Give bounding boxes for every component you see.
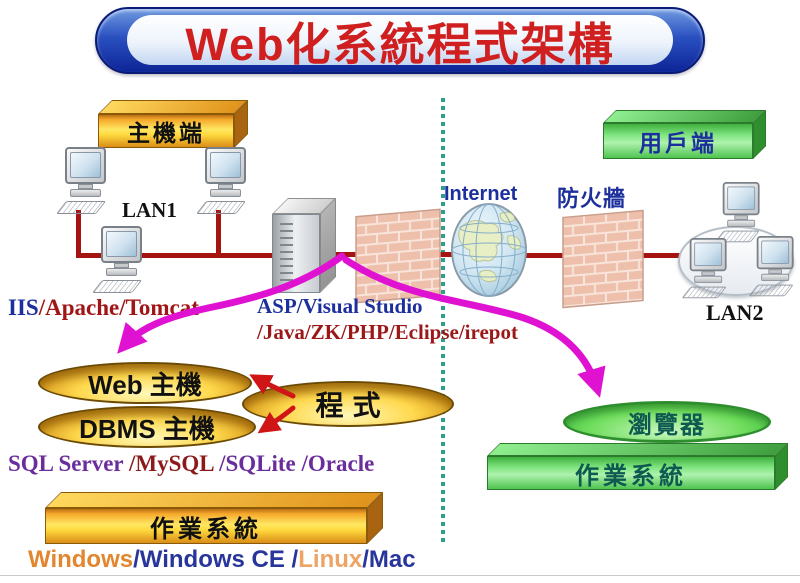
firewall-brick-wall-icon [562, 209, 644, 309]
title-banner: Web化系統程式架構 [95, 7, 705, 74]
monitor-screen [70, 152, 101, 178]
dbms-host-ellipse: DBMS 主機 [38, 406, 256, 448]
monitor [101, 226, 142, 263]
monitor-stand [78, 184, 93, 189]
database-list: SQL Server /MySQL /SQLite /Oracle [8, 451, 375, 476]
internet-globe-icon [450, 202, 528, 304]
desktop-computer-icon [88, 226, 150, 300]
computer-base [694, 275, 723, 283]
browser-ellipse: 瀏覽器 [563, 401, 771, 443]
server-tower-icon [272, 198, 338, 295]
network-cable-line [216, 210, 221, 257]
client-os-box: 作業系統 [487, 443, 789, 491]
monitor-stand [734, 215, 748, 220]
title-banner-inner: Web化系統程式架構 [127, 15, 673, 70]
host-zone-label: 主機端 [98, 114, 234, 148]
computer-base [727, 219, 756, 227]
monitor [65, 147, 106, 184]
monitor-screen [727, 186, 756, 210]
page-title: Web化系統程式架構 [185, 18, 615, 70]
keyboard [196, 201, 247, 214]
monitor-screen [106, 231, 137, 257]
slab-top-face [487, 443, 788, 456]
bottom-border-line [0, 575, 800, 576]
desktop-computer-icon [711, 182, 767, 249]
internet-label: Internet [444, 183, 518, 205]
host-os-label: 作業系統 [45, 508, 367, 544]
computer-base [761, 273, 790, 281]
monitor-stand [218, 184, 233, 189]
keyboard [681, 286, 727, 299]
keyboard [748, 284, 794, 297]
desktop-computer-icon [192, 147, 254, 221]
monitor-stand [768, 269, 782, 274]
web-server-software-list: IIS/Apache/Tomcat [8, 295, 199, 320]
monitor-screen [761, 240, 790, 264]
monitor-screen [210, 152, 241, 178]
slab-top-face [603, 110, 766, 123]
computer-base [106, 268, 137, 276]
server-front-face [272, 214, 320, 293]
lan2-label: LAN2 [706, 300, 764, 325]
computer-base [210, 189, 241, 197]
slab-top-face [98, 100, 248, 114]
keyboard [56, 201, 107, 214]
monitor-stand [701, 271, 715, 276]
network-cable-line [76, 210, 81, 257]
client-zone-label: 用戶端 [603, 123, 753, 159]
lan1-label: LAN1 [122, 198, 177, 222]
monitor [205, 147, 246, 184]
web-host-ellipse: Web 主機 [38, 362, 252, 404]
monitor-screen [694, 242, 723, 266]
desktop-computer-icon [52, 147, 114, 221]
dev-tools-list-line2: /Java/ZK/PHP/Eclipse/irepot [257, 320, 518, 344]
host-os-box: 作業系統 [45, 492, 385, 546]
server-side-face [320, 198, 336, 293]
os-options-list: Windows/Windows CE /Linux/Mac [28, 546, 416, 573]
slab-top-face [45, 492, 383, 508]
monitor [756, 236, 794, 270]
program-ellipse: 程式 [242, 381, 454, 427]
firewall-brick-wall-icon [355, 208, 441, 304]
computer-base [70, 189, 101, 197]
monitor [689, 238, 727, 272]
host-zone-label-box: 主機端 [98, 100, 250, 150]
firewall-label: 防火牆 [557, 186, 627, 211]
keyboard [92, 280, 143, 293]
client-zone-label-box: 用戶端 [603, 110, 768, 160]
desktop-computer-icon [745, 236, 800, 303]
server-drive-slots [280, 223, 293, 281]
desktop-computer-icon [678, 238, 734, 305]
client-os-label: 作業系統 [487, 456, 775, 490]
monitor [722, 182, 760, 216]
dev-tools-list-line1: ASP/Visual Studio [257, 294, 423, 318]
